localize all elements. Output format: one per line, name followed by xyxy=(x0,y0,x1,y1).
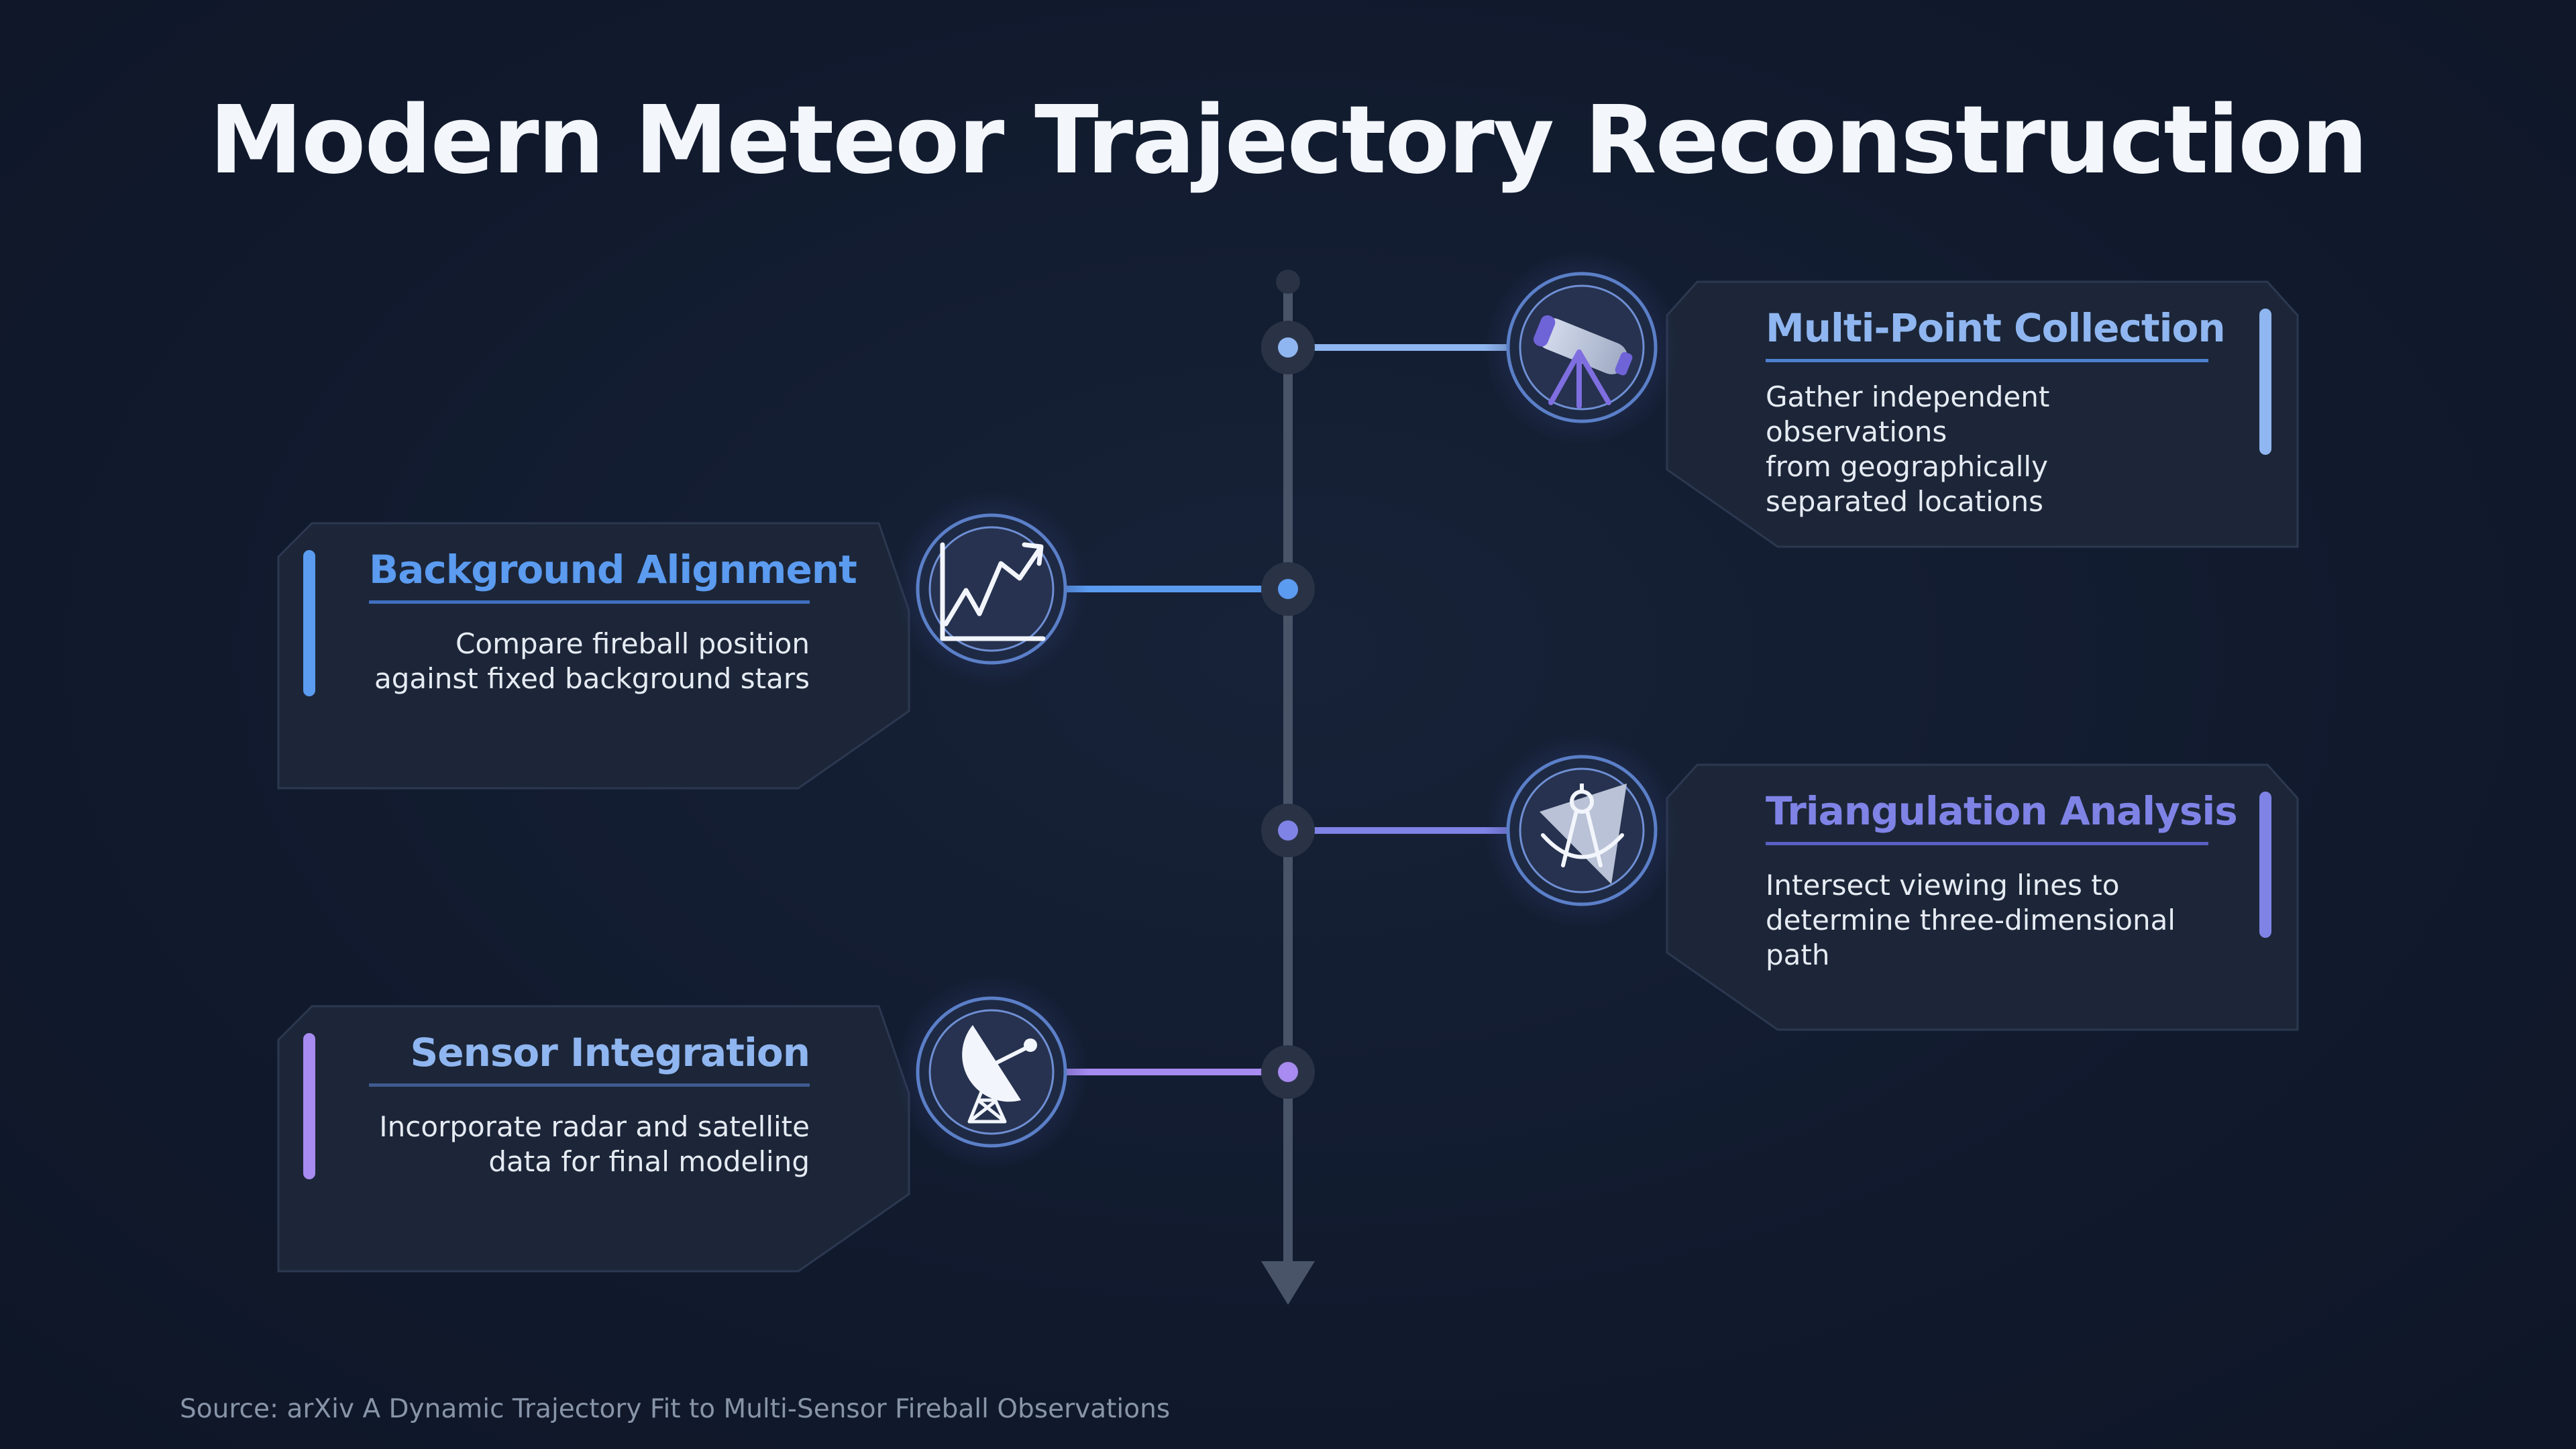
step-title-underline xyxy=(369,1083,810,1087)
timeline-arrowhead xyxy=(1261,1261,1315,1305)
source-caption: Source: arXiv A Dynamic Trajectory Fit t… xyxy=(180,1394,1171,1424)
step-text-sensor-integration: Sensor Integration Incorporate radar and… xyxy=(369,1030,810,1179)
step-text-background-alignment: Background Alignment Compare fireball po… xyxy=(369,547,857,696)
icon-badge-step-1 xyxy=(1485,250,1679,445)
step-description: Intersect viewing lines to determine thr… xyxy=(1766,869,2176,971)
satellite-dish-icon xyxy=(962,1025,1037,1124)
timeline-node-3 xyxy=(1261,804,1315,857)
icon-badge-step-3 xyxy=(1485,733,1679,928)
step-card-background-alignment xyxy=(277,522,910,790)
step-title-underline xyxy=(1766,842,2208,845)
step-card-sensor-integration xyxy=(277,1005,910,1273)
step-title: Triangulation Analysis xyxy=(1766,788,2238,834)
telescope-icon xyxy=(1534,315,1633,409)
step-title-underline xyxy=(1766,359,2208,362)
icon-badge-step-4 xyxy=(894,975,1089,1169)
step-accent-bar xyxy=(303,550,315,696)
page-title: Modern Meteor Trajectory Reconstruction xyxy=(209,86,2368,195)
step-description: Gather independent observations from geo… xyxy=(1766,380,2050,518)
step-card-triangulation-analysis xyxy=(1666,763,2299,1031)
triangulation-compass-icon xyxy=(1540,784,1627,884)
step-accent-bar xyxy=(303,1033,315,1179)
step-text-multi-point-collection: Multi-Point Collection Gather independen… xyxy=(1766,305,2226,519)
timeline-node-1 xyxy=(1261,321,1315,374)
step-title: Multi-Point Collection xyxy=(1766,305,2226,351)
step-title-underline xyxy=(369,600,810,604)
timeline-node-4 xyxy=(1261,1045,1315,1099)
timeline-start-cap xyxy=(1276,270,1300,294)
step-description: Incorporate radar and satellite data for… xyxy=(379,1110,810,1178)
step-title: Background Alignment xyxy=(369,547,857,592)
icon-badge-step-2 xyxy=(894,492,1089,686)
step-description: Compare fireball position against fixed … xyxy=(374,627,810,695)
step-title: Sensor Integration xyxy=(410,1030,810,1075)
step-accent-bar xyxy=(2259,309,2271,455)
step-text-triangulation-analysis: Triangulation Analysis Intersect viewing… xyxy=(1766,788,2238,973)
line-chart-icon xyxy=(940,542,1046,641)
step-accent-bar xyxy=(2259,792,2271,938)
timeline-node-2 xyxy=(1261,562,1315,616)
